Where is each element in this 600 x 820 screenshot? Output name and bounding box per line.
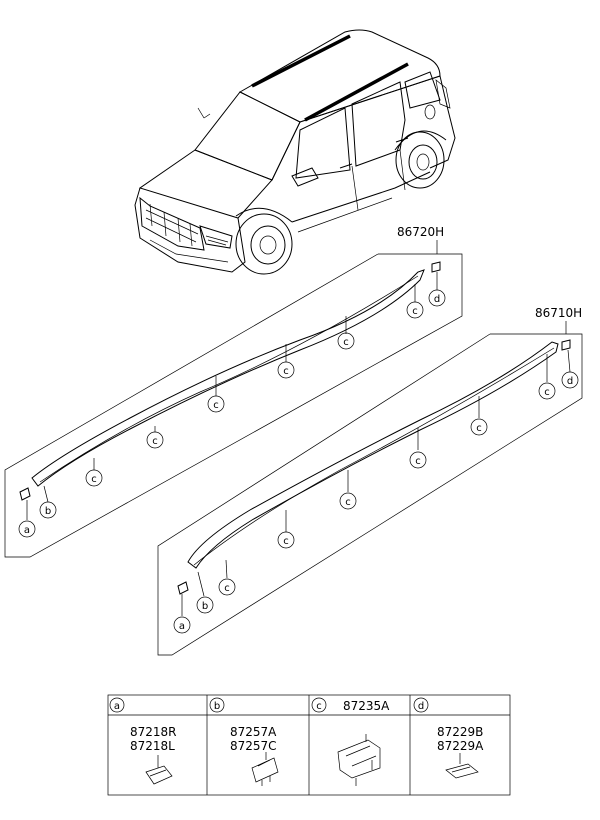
legend-column-d: d 87229B 87229A [413,697,484,779]
lower-assembly-part-number: 86710H [535,306,582,320]
clip-b-illustration [251,752,279,786]
callout-c: c [337,332,355,350]
callout-a: a [18,520,36,538]
svg-text:b: b [45,506,51,517]
callout-c: c [277,361,295,379]
svg-text:d: d [567,376,573,387]
callout-c: c [85,469,103,487]
svg-text:a: a [24,525,30,536]
callout-c: c [470,418,488,436]
roof-rail-lower-group: 86710H [157,306,583,656]
callout-a: a [173,616,191,634]
svg-text:c: c [213,400,219,411]
svg-text:a: a [179,621,185,632]
lower-callouts: a b c c c c c c d [173,371,579,634]
callout-c: c [409,451,427,469]
lower-end-clip-d [561,339,571,351]
svg-text:c: c [91,474,97,485]
svg-text:c: c [476,423,482,434]
clip-d-illustration [445,753,479,779]
callout-b: b [196,596,214,614]
svg-text:c: c [316,701,322,712]
callout-d: d [428,289,446,307]
callout-b: b [39,501,57,519]
svg-text:c: c [152,436,158,447]
upper-end-clip-d [431,261,441,273]
legend-part-number: 87229B [437,725,483,739]
svg-text:c: c [343,337,349,348]
upper-assembly-part-number: 86720H [397,225,444,239]
svg-text:d: d [434,294,440,305]
clip-c-illustration [337,734,381,786]
callout-c: c [339,492,357,510]
roof-rail-upper-group: 86720H [4,225,463,558]
svg-text:c: c [283,366,289,377]
svg-text:c: c [412,306,418,317]
svg-text:c: c [345,497,351,508]
lower-roof-rail [187,341,559,569]
callout-c: c [406,301,424,319]
legend-column-a: a 87218R 87218L [109,697,177,785]
legend-part-number: 87257A [230,725,277,739]
legend-part-number: 87229A [437,739,484,753]
upper-end-cap-a [19,487,31,501]
svg-text:c: c [415,456,421,467]
legend-column-b: b 87257A 87257C [209,697,279,786]
vehicle-illustration [134,29,456,275]
callout-c: c [207,395,225,413]
svg-text:b: b [214,701,220,712]
upper-group-boundary [4,253,463,558]
svg-text:c: c [544,387,550,398]
lower-group-boundary [157,333,583,656]
callout-c: c [218,578,236,596]
svg-text:d: d [418,701,424,712]
lower-end-cap-a [177,581,189,595]
legend-part-number: 87257C [230,739,277,753]
upper-roof-rail [31,269,425,487]
callout-c: c [277,531,295,549]
svg-text:c: c [224,583,230,594]
upper-callouts: a b c c c c c c d [18,289,446,538]
callout-c: c [146,431,164,449]
callout-c: c [538,382,556,400]
svg-text:a: a [114,701,120,712]
legend-part-number: 87218L [130,739,175,753]
svg-text:b: b [202,601,208,612]
callout-d: d [561,371,579,389]
parts-legend-table: a 87218R 87218L b 87257A 87257C c 87235A… [107,694,511,796]
clip-a-illustration [145,755,173,785]
legend-column-c: c 87235A [311,697,390,786]
legend-part-number: 87218R [130,725,177,739]
svg-text:c: c [283,536,289,547]
legend-part-number: 87235A [343,699,390,713]
